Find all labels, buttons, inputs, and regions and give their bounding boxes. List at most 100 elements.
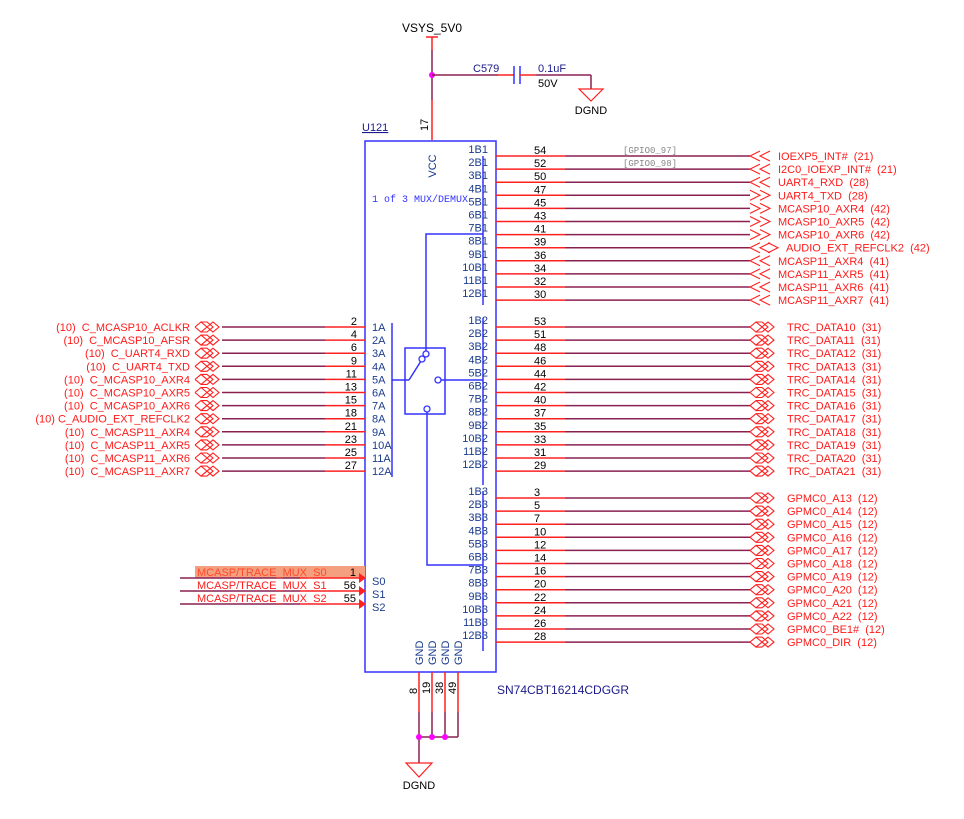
connector-shape xyxy=(761,452,775,464)
pin-label: 9B1 xyxy=(468,249,488,261)
connector-shape xyxy=(194,386,208,399)
net-label: GPMC0_A16 (12) xyxy=(787,532,877,544)
ic-outline[interactable] xyxy=(364,140,497,673)
pin-number: 38 xyxy=(434,682,446,694)
connector-shape xyxy=(756,334,769,346)
pin-number: 8 xyxy=(408,688,420,694)
connector-shape xyxy=(749,518,763,530)
pin-label: S0 xyxy=(372,576,385,588)
pin-number: 6 xyxy=(351,342,357,354)
pin-label: 12B1 xyxy=(462,288,488,300)
net-label: TRC_DATA11 (31) xyxy=(787,335,881,347)
connector-shape xyxy=(758,281,771,293)
pin-label: 8B1 xyxy=(468,236,488,248)
connector-shape xyxy=(748,255,761,267)
pin-label: 6B2 xyxy=(468,381,488,393)
connector-shape xyxy=(748,150,761,162)
connector-shape xyxy=(748,281,761,293)
connector-shape xyxy=(749,426,763,438)
connector-shape xyxy=(761,321,775,333)
net-label: UART4_TXD (28) xyxy=(778,190,868,202)
pin-number: 29 xyxy=(534,460,546,472)
connector-shape xyxy=(761,505,775,517)
net-label: TRC_DATA15 (31) xyxy=(787,388,881,400)
net-label: MCASP/TRACE_MUX_S1 xyxy=(197,580,327,592)
connector-shape xyxy=(206,386,220,399)
net-label: TRC_DATA21 (31) xyxy=(787,466,881,478)
pin-label: 7B1 xyxy=(468,223,488,235)
connector-shape xyxy=(201,373,214,385)
input-arrow-icon xyxy=(359,599,366,609)
net-label: GPMC0_A18 (12) xyxy=(787,559,877,571)
net-label: UART4_RXD (28) xyxy=(778,177,869,189)
gnd-pin[interactable]: GND 38 xyxy=(434,641,452,738)
pin-label: GND xyxy=(440,641,452,666)
pin-number: 48 xyxy=(534,342,546,354)
pin-label: 4B1 xyxy=(468,183,488,195)
component-ref[interactable]: U121 xyxy=(362,122,388,134)
capacitor-ref[interactable]: C579 xyxy=(473,63,499,75)
pin-label: S2 xyxy=(372,602,385,614)
connector-shape xyxy=(749,229,762,241)
power-net-label[interactable]: VSYS_5V0 xyxy=(402,21,462,35)
pin-number: 25 xyxy=(345,447,357,459)
connector-shape xyxy=(767,242,780,254)
connector-shape xyxy=(761,570,775,583)
